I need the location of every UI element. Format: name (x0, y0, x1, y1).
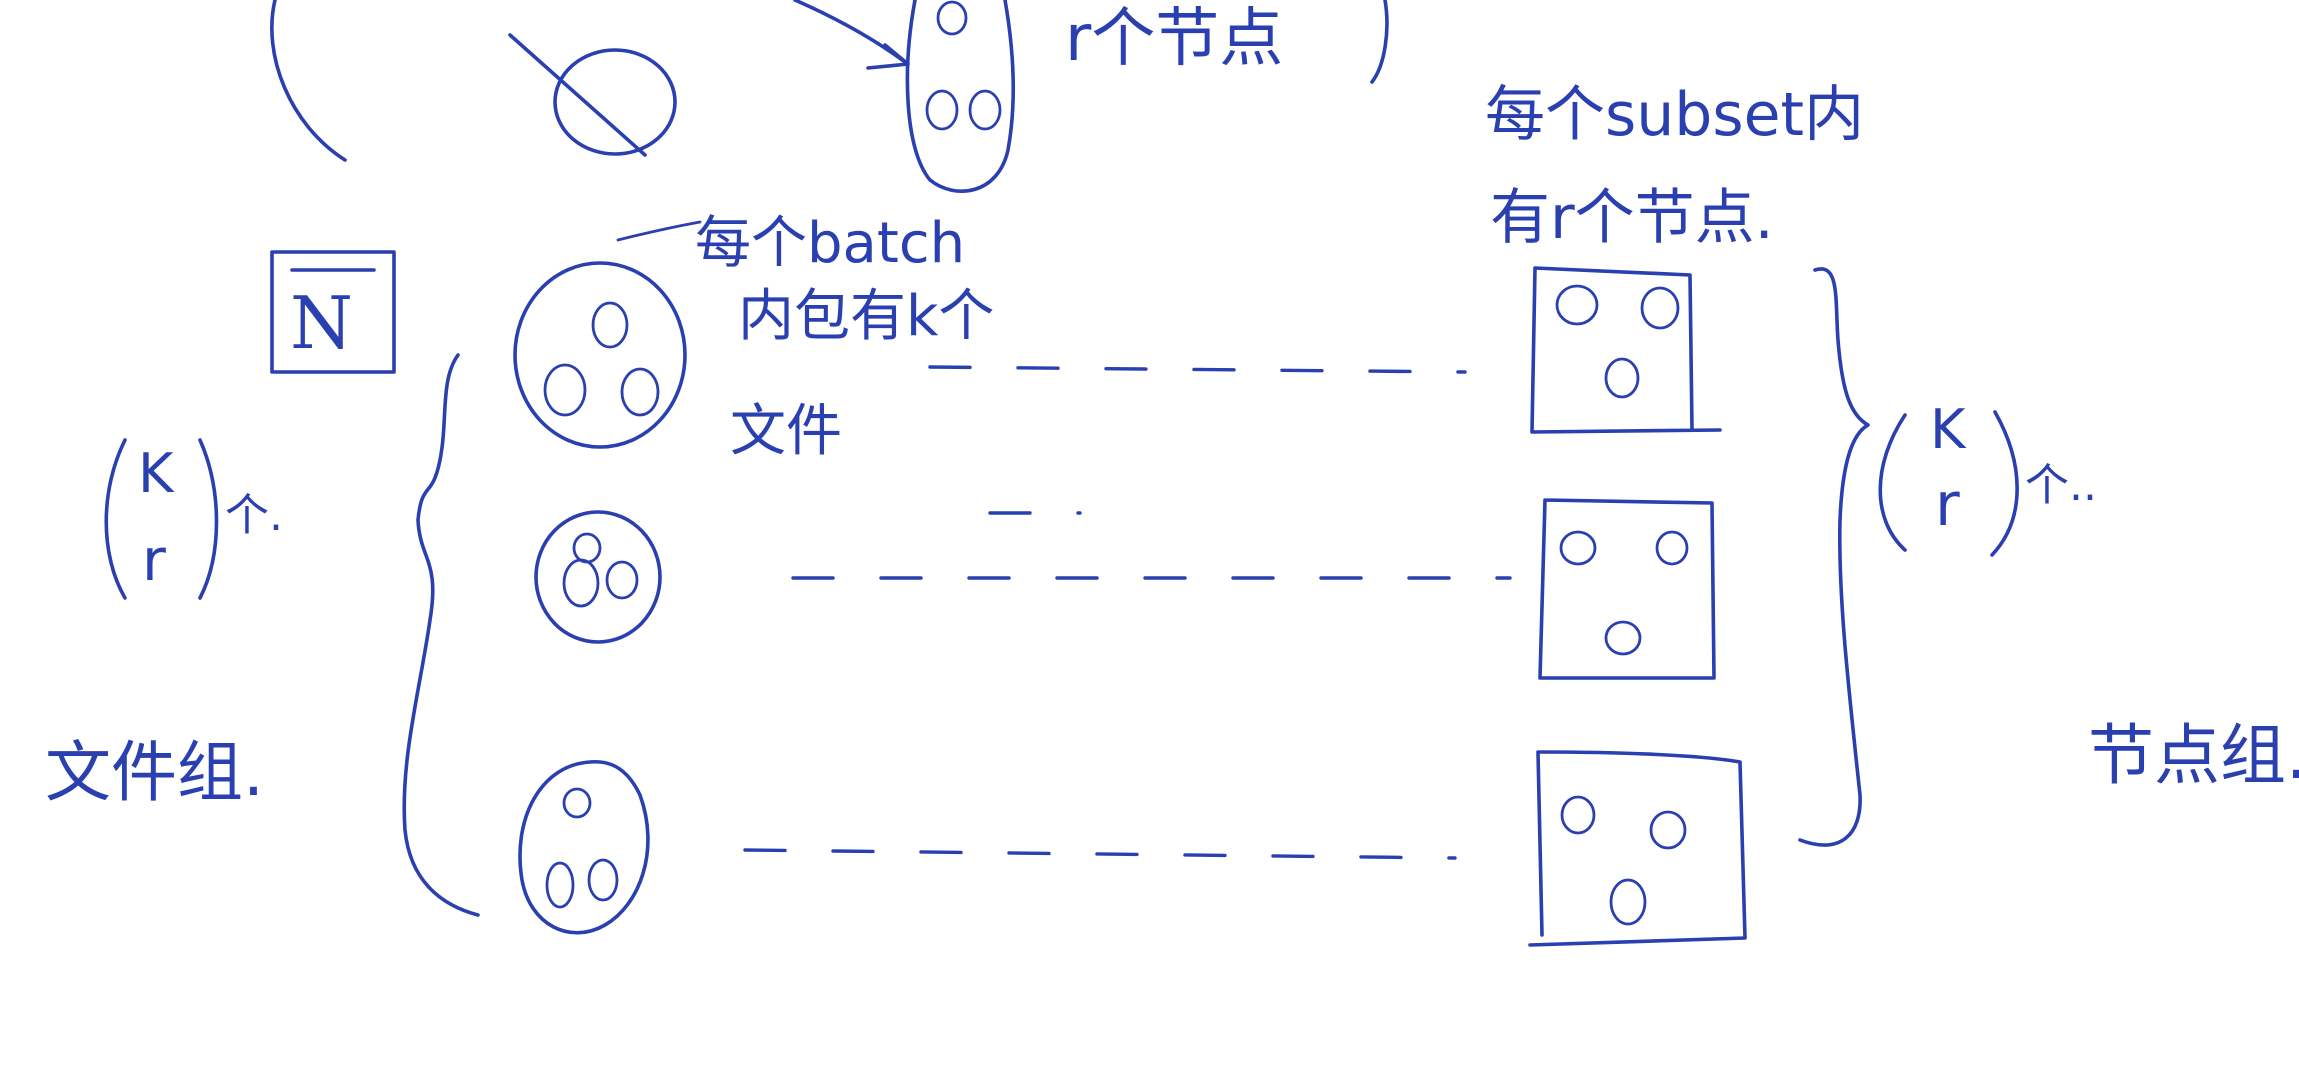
batch-circle-3 (518, 759, 650, 935)
right-binomial: K r 个.. (1878, 398, 2097, 557)
arrow-head (866, 43, 910, 70)
arrow-line (793, 0, 907, 64)
left-curly-brace (402, 353, 480, 917)
left-binom-suffix: 个. (225, 490, 283, 541)
empty-set-symbol (508, 33, 677, 157)
subset-label-line2: 有r个节点. (1490, 183, 1774, 253)
right-binom-suffix: 个.. (2025, 460, 2097, 511)
batch-circle-2 (534, 510, 662, 644)
node-box-1 (1530, 266, 1722, 434)
node-box-2 (1538, 498, 1716, 680)
left-binomial: K r 个. (104, 438, 283, 600)
n-bar-box: N (270, 250, 396, 374)
node-box-3 (1528, 750, 1747, 947)
right-binom-top: K (1930, 398, 1967, 461)
node-group-label: 节点组. (2088, 717, 2299, 794)
batch-label-line3: 文件 (730, 399, 842, 464)
top-node-group (905, 0, 1016, 193)
batch-pointer-line (616, 220, 702, 242)
file-group-label: 文件组. (45, 734, 264, 811)
n-bar-label: N (290, 281, 353, 365)
correspondence-line-1 (928, 365, 1467, 374)
batch-label-line2: 内包有k个 (738, 284, 994, 349)
correspondence-line-3 (743, 848, 1457, 860)
left-binom-top: K (138, 442, 175, 505)
right-curly-brace (1798, 267, 1870, 847)
top-right-bracket (1370, 0, 1389, 84)
right-binom-bottom: r (1935, 470, 1960, 540)
left-binom-bottom: r (142, 526, 166, 594)
batch-label-line1: 每个batch (695, 211, 965, 276)
top-left-arc (270, 0, 347, 162)
subset-label-line1: 每个subset内 (1485, 80, 1864, 150)
batch-circle-1 (513, 261, 687, 449)
r-nodes-label: r个节点 (1065, 2, 1283, 76)
